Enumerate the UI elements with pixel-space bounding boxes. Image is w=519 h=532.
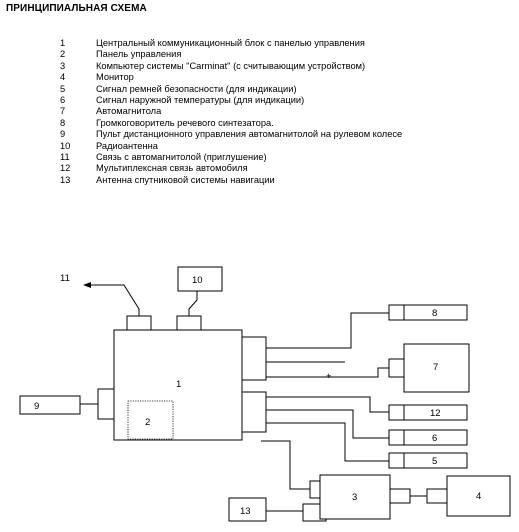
unit-7-connector (388, 358, 405, 378)
unit-8-label: 8 (432, 308, 437, 319)
legend-text: Сигнал ремней безопасности (для индикаци… (96, 83, 297, 94)
legend-text: Центральный коммуникационный блок с пане… (96, 38, 365, 48)
legend-number: 5 (60, 83, 66, 94)
unit-5-connector (388, 452, 405, 469)
legend-item: 8 Громкоговоритель речевого синтезатора. (60, 118, 402, 129)
legend-text: Пульт дистанционного управления автомагн… (96, 129, 403, 140)
wire-6 (266, 409, 389, 439)
legend-item: 12 Мультиплексная связь автомобиля (60, 163, 402, 174)
wire-10 (188, 291, 198, 316)
unit-2-label: 2 (145, 417, 150, 428)
legend-number: 4 (60, 72, 66, 83)
unit-6-body (403, 429, 468, 446)
legend-item: 1 Центральный коммуникационный блок с пан… (60, 38, 402, 49)
unit-11-label: 11 (60, 273, 70, 284)
unit-6-label: 6 (432, 433, 437, 444)
unit-13-body (228, 497, 267, 522)
legend-number: 2 (60, 49, 66, 60)
unit-8-body (403, 304, 468, 321)
legend-list: 1 Центральный коммуникационный блок с пан… (60, 38, 402, 186)
unit-1-body (113, 329, 243, 441)
unit-3-body (319, 474, 391, 520)
legend-text: Панель управления (96, 49, 182, 60)
legend-number: 9 (60, 129, 66, 140)
wire-5 (266, 422, 389, 462)
legend-item: 10 Радиоантенна (60, 141, 402, 152)
legend-number: 11 (60, 151, 70, 162)
unit-1-connector-top-right (176, 315, 202, 331)
unit-10-label: 10 (192, 275, 203, 286)
unit-1-connector-right-bottom (241, 391, 267, 433)
legend-item: 9 Пульт дистанционного управления автомаг… (60, 129, 402, 140)
unit-7-label: 7 (433, 362, 438, 373)
legend-item: 4 Монитор (60, 72, 402, 83)
legend-number: 3 (60, 60, 66, 71)
wire-11 (83, 282, 140, 316)
unit-4-connector (426, 488, 448, 504)
legend-item: 5 Сигнал ремней безопасности (для индикац… (60, 84, 402, 95)
unit-3-label: 3 (352, 492, 357, 503)
unit-5-body (403, 452, 468, 469)
unit-1-connector-right-top (241, 336, 267, 381)
legend-text: Радиоантенна (96, 140, 158, 151)
legend-number: 6 (60, 94, 66, 105)
plus-sign: + (326, 371, 332, 382)
unit-1-connector-left (97, 388, 115, 420)
legend-item: 7 Автомагнитола (60, 106, 402, 117)
legend-number: 10 (60, 140, 71, 151)
unit-3-connector-right (389, 488, 411, 504)
page-title: ПРИНЦИПИАЛЬНАЯ СХЕМА (6, 3, 147, 14)
unit-4-label: 4 (476, 491, 481, 502)
wire-12 (266, 396, 389, 413)
legend-text: Сигнал наружной температуры (для индикац… (96, 94, 305, 105)
unit-12-connector (388, 404, 405, 421)
unit-13-label: 13 (240, 506, 251, 517)
unit-2-body (127, 400, 174, 440)
legend-number: 12 (60, 163, 71, 174)
legend-text: Монитор (96, 72, 134, 83)
unit-8-connector (388, 304, 405, 321)
unit-10-body (177, 266, 223, 292)
legend-item: 13 Антенна спутниковой системы навигации (60, 175, 402, 186)
legend-number: 7 (60, 106, 66, 117)
legend-item: 6 Сигнал наружной температуры (для индика… (60, 95, 402, 106)
legend-number: 1 (60, 38, 66, 48)
legend-number: 8 (60, 117, 66, 128)
legend-item: 11 Связь с автомагнитолой (приглушение) (60, 152, 402, 163)
unit-9-label: 9 (34, 401, 39, 412)
legend-text: Связь с автомагнитолой (приглушение) (96, 151, 267, 162)
legend-item: 2 Панель управления (60, 49, 402, 60)
legend-text: Мультиплексная связь автомобиля (96, 163, 248, 174)
unit-1-label: 1 (176, 379, 181, 390)
unit-6-connector (388, 429, 405, 446)
unit-1-connector-top-left (126, 315, 152, 331)
wire-3 (261, 440, 310, 490)
legend-text: Громкоговоритель речевого синтезатора. (96, 117, 274, 128)
legend-text: Компьютер системы "Carminat" (с считываю… (96, 60, 366, 71)
unit-12-body (403, 404, 468, 421)
unit-7-body (403, 343, 470, 393)
legend-number: 13 (60, 174, 71, 185)
legend-text: Антенна спутниковой системы навигации (96, 174, 275, 185)
unit-5-label: 5 (432, 456, 437, 467)
legend-text: Автомагнитола (96, 106, 162, 117)
unit-9-body (19, 395, 81, 415)
legend-item: 3 Компьютер системы "Carminat" (с считыва… (60, 61, 402, 72)
wire-8 (266, 312, 389, 349)
wire-7b (266, 367, 389, 378)
unit-12-label: 12 (430, 408, 441, 419)
unit-4-body (446, 475, 511, 517)
